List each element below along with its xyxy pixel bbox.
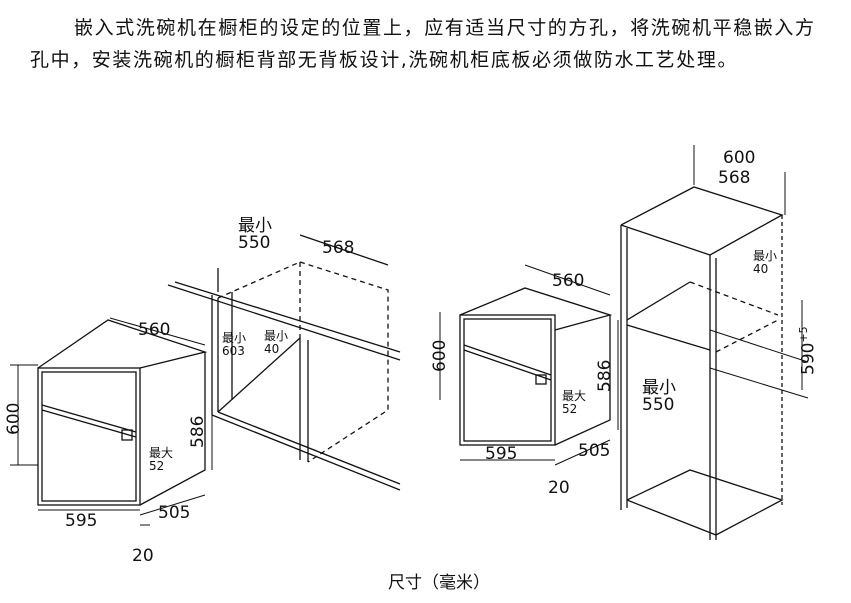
- middle-width-560: 560: [552, 271, 585, 291]
- middle-dishwasher: [439, 264, 619, 466]
- middle-height-586: 586: [595, 359, 615, 392]
- left-dims: [10, 317, 213, 526]
- middle-depth-505: 505: [578, 441, 611, 461]
- right-height-590: 590+5: [797, 326, 819, 375]
- left-width-560: 560: [138, 320, 171, 340]
- left-width-568: 568: [322, 238, 355, 258]
- instruction-paragraph: 嵌入式洗碗机在橱柜的设定的位置上，应有适当尺寸的方孔，将洗碗机平稳嵌入方孔中，安…: [30, 12, 830, 76]
- left-dishwasher: [37, 319, 208, 506]
- right-width-568: 568: [718, 168, 751, 188]
- left-width-595: 595: [65, 511, 98, 531]
- middle-width-595: 595: [485, 444, 518, 464]
- left-depth-505: 505: [158, 503, 191, 523]
- instruction-text: 嵌入式洗碗机在橱柜的设定的位置上，应有适当尺寸的方孔，将洗碗机平稳嵌入方孔中，安…: [30, 17, 816, 71]
- right-width-600: 600: [723, 148, 756, 168]
- middle-gap-20: 20: [548, 478, 570, 498]
- left-gap-20: 20: [132, 546, 154, 566]
- units-caption: 尺寸（毫米）: [388, 573, 490, 593]
- middle-height-600: 600: [430, 339, 450, 372]
- left-height-586: 586: [188, 415, 208, 448]
- tall-cabinet: [620, 145, 809, 540]
- left-cabinet: [167, 234, 401, 491]
- left-height-600: 600: [4, 402, 24, 435]
